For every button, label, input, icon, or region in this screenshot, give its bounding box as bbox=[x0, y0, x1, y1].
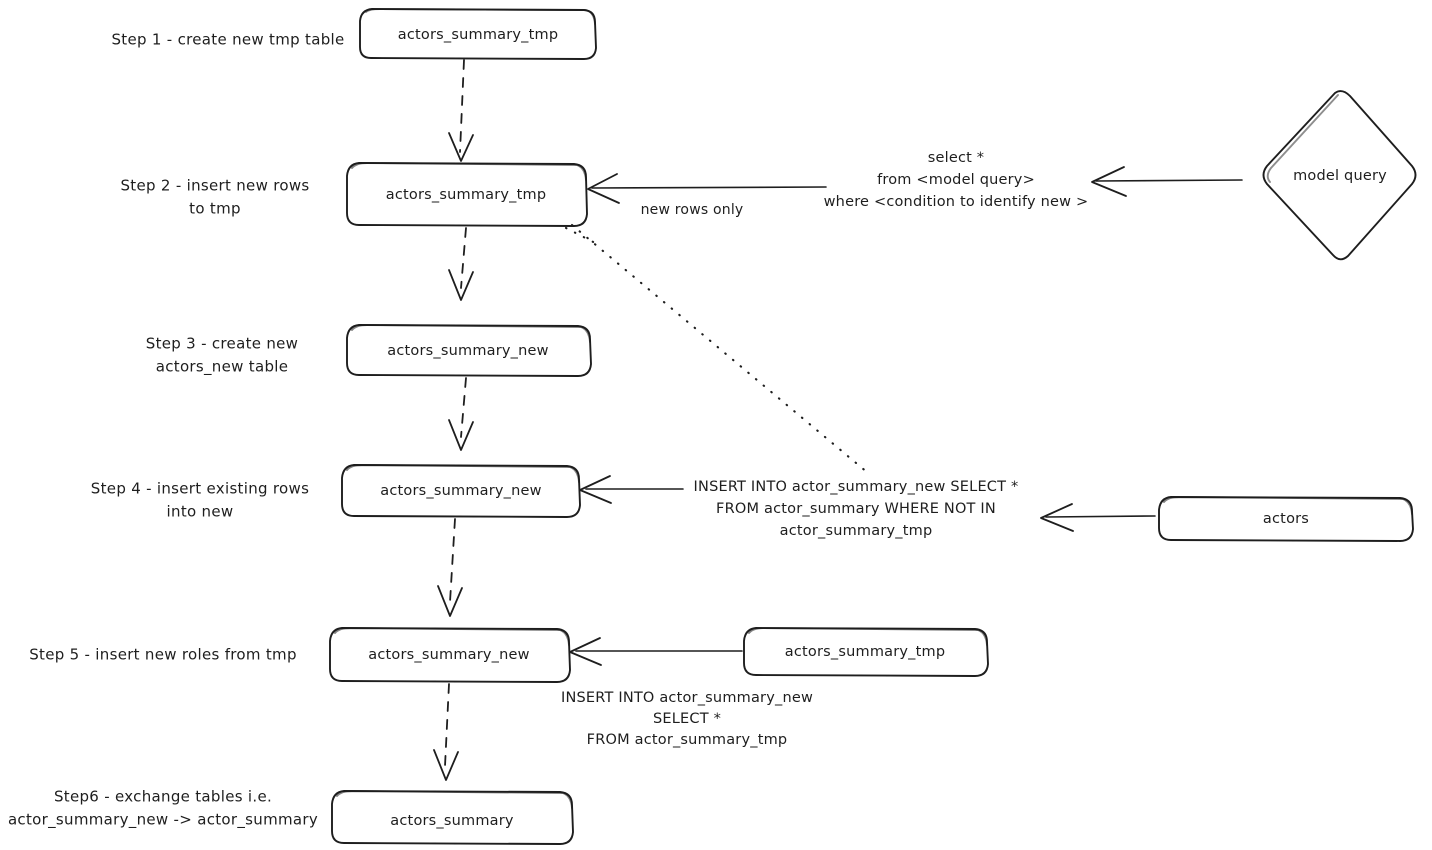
insert-existing-sql-line2: FROM actor_summary WHERE NOT IN bbox=[716, 501, 996, 517]
step-2-group: Step 2 - insert new rows to tmp actors_s… bbox=[120, 162, 588, 227]
node-tmp1-label: actors_summary_tmp bbox=[398, 27, 558, 43]
node-summary6[interactable]: actors_summary bbox=[331, 790, 574, 845]
node-actors[interactable]: actors bbox=[1158, 496, 1414, 542]
node-tmp2[interactable]: actors_summary_tmp bbox=[346, 162, 588, 227]
step-3-group: Step 3 - create new actors_new table act… bbox=[146, 324, 592, 377]
step-2-label-line2: to tmp bbox=[189, 200, 241, 218]
edge-new5-to-summary6 bbox=[433, 683, 459, 781]
step-5-label: Step 5 - insert new roles from tmp bbox=[29, 646, 297, 664]
insert-new-roles-sql-line1: INSERT INTO actor_summary_new bbox=[561, 690, 813, 706]
node-new3[interactable]: actors_summary_new bbox=[346, 324, 592, 377]
edge-tmp5-to-new5 bbox=[569, 637, 743, 666]
step-1-label: Step 1 - create new tmp table bbox=[111, 31, 344, 49]
insert-existing-sql-line1: INSERT INTO actor_summary_new SELECT * bbox=[694, 479, 1019, 495]
step-3-label-line1: Step 3 - create new bbox=[146, 335, 299, 353]
step-4-label-line1: Step 4 - insert existing rows bbox=[91, 480, 309, 498]
edge-modelquery-sql-to-tmp2: new rows only bbox=[587, 173, 827, 218]
step-2-label-line1: Step 2 - insert new rows bbox=[120, 177, 309, 195]
model-query-sql-line3: where <condition to identify new > bbox=[824, 194, 1089, 210]
step-4-group: Step 4 - insert existing rows into new a… bbox=[91, 464, 581, 521]
step-1-group: Step 1 - create new tmp table actors_sum… bbox=[111, 8, 597, 60]
node-tmp5-label: actors_summary_tmp bbox=[785, 644, 945, 660]
step-4-label-line2: into new bbox=[167, 503, 234, 521]
edge-tmp2-to-new3 bbox=[448, 227, 474, 301]
node-model-query[interactable]: model query bbox=[1262, 90, 1417, 261]
node-new4-label: actors_summary_new bbox=[380, 483, 541, 499]
edge-insert-existing-to-new4 bbox=[579, 475, 684, 504]
edge-new3-to-new4 bbox=[448, 377, 474, 451]
node-actors-label: actors bbox=[1263, 511, 1309, 527]
edge-tmp1-to-tmp2 bbox=[448, 59, 474, 162]
step-6-label-line2: actor_summary_new -> actor_summary bbox=[8, 811, 318, 830]
step-3-label-line2: actors_new table bbox=[156, 358, 289, 377]
model-query-sql-text: select * from <model query> where <condi… bbox=[824, 150, 1089, 210]
node-model-query-label: model query bbox=[1293, 168, 1387, 184]
edge-tmp2-to-insert-existing-dotted bbox=[564, 223, 870, 475]
insert-existing-sql-text: INSERT INTO actor_summary_new SELECT * F… bbox=[694, 479, 1019, 539]
step-5-group: Step 5 - insert new roles from tmp actor… bbox=[29, 627, 571, 683]
insert-existing-sql-line3: actor_summary_tmp bbox=[780, 523, 933, 539]
step-6-group: Step6 - exchange tables i.e. actor_summa… bbox=[8, 788, 574, 845]
insert-new-roles-sql-text: INSERT INTO actor_summary_new SELECT * F… bbox=[561, 690, 813, 748]
edge-new4-to-new5 bbox=[437, 518, 463, 617]
step-6-label-line1: Step6 - exchange tables i.e. bbox=[54, 788, 272, 806]
edge-actors-to-insert-existing bbox=[1040, 503, 1156, 532]
node-new5[interactable]: actors_summary_new bbox=[329, 627, 571, 683]
node-tmp2-label: actors_summary_tmp bbox=[386, 187, 546, 203]
model-query-sql-line2: from <model query> bbox=[877, 172, 1035, 188]
node-new5-label: actors_summary_new bbox=[368, 647, 529, 663]
model-query-sql-line1: select * bbox=[928, 150, 985, 166]
node-new4[interactable]: actors_summary_new bbox=[341, 464, 581, 518]
edge-modelquery-to-sql bbox=[1091, 166, 1243, 197]
edge-label-new-rows-only: new rows only bbox=[641, 202, 744, 218]
node-tmp5[interactable]: actors_summary_tmp bbox=[743, 627, 989, 677]
insert-new-roles-sql-line3: FROM actor_summary_tmp bbox=[587, 732, 788, 748]
node-new3-label: actors_summary_new bbox=[387, 343, 548, 359]
node-summary6-label: actors_summary bbox=[390, 813, 514, 829]
node-tmp1[interactable]: actors_summary_tmp bbox=[359, 8, 597, 60]
insert-new-roles-sql-line2: SELECT * bbox=[653, 711, 721, 727]
